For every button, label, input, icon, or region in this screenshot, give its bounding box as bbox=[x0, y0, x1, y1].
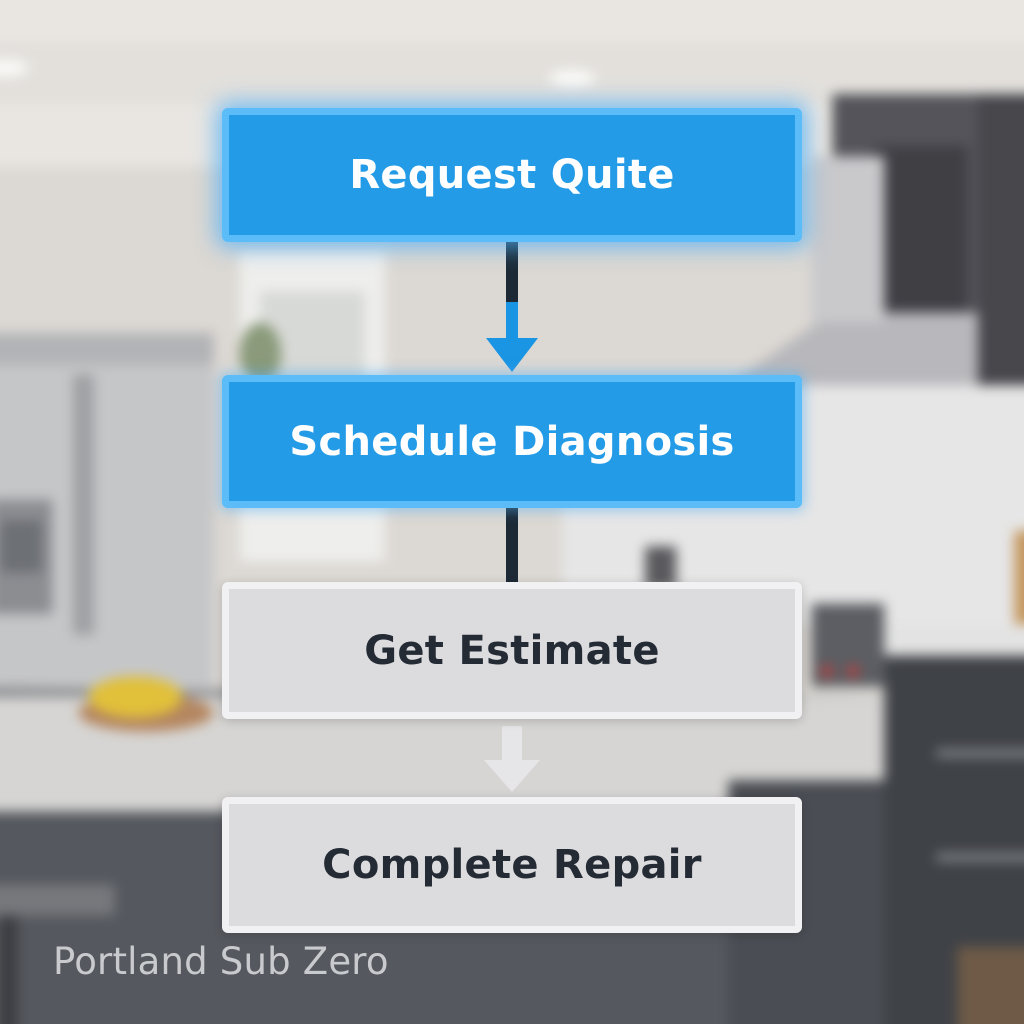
connector-arrow-1 bbox=[486, 240, 538, 372]
step-label: Get Estimate bbox=[364, 627, 660, 674]
step-complete-repair[interactable]: Complete Repair bbox=[222, 797, 802, 933]
step-get-estimate[interactable]: Get Estimate bbox=[222, 582, 802, 719]
brand-watermark: Portland Sub Zero bbox=[53, 940, 389, 983]
step-label: Schedule Diagnosis bbox=[289, 418, 735, 465]
connector-line-blue bbox=[506, 302, 518, 342]
step-request-quote[interactable]: Request Quite bbox=[222, 108, 802, 242]
arrow-head-down bbox=[486, 338, 538, 372]
connector-arrow-3 bbox=[484, 726, 540, 792]
connector-line-light bbox=[502, 726, 522, 762]
connector-line-dark bbox=[506, 240, 518, 302]
arrow-head-down bbox=[484, 760, 540, 792]
step-label: Request Quite bbox=[349, 152, 675, 198]
connector-line-2 bbox=[506, 506, 518, 586]
step-label: Complete Repair bbox=[322, 842, 702, 888]
step-schedule-diagnosis[interactable]: Schedule Diagnosis bbox=[222, 375, 802, 508]
